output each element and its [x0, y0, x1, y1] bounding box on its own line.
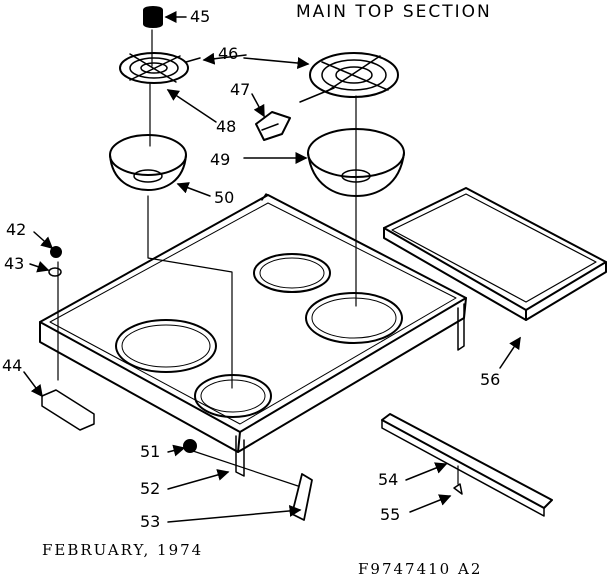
footer-date: FEBRUARY, 1974: [42, 541, 204, 559]
callout-54: 54: [378, 470, 399, 489]
drip-bowl-small: [109, 134, 187, 191]
callout-43: 43: [4, 254, 25, 273]
diagram-title: MAIN TOP SECTION: [296, 2, 492, 22]
callout-45: 45: [190, 7, 211, 26]
callout-48: 48: [216, 117, 237, 136]
surface-unit-large: [309, 52, 399, 98]
terminal-block: [255, 87, 335, 141]
surface-unit-small: [119, 52, 201, 84]
footer-drawing-code: F9747410 A2: [358, 560, 483, 578]
callout-46: 46: [218, 44, 239, 63]
knob-cap: [143, 6, 163, 28]
callout-52: 52: [140, 479, 161, 498]
callout-51: 51: [140, 442, 161, 461]
callout-42: 42: [6, 220, 27, 239]
callout-47: 47: [230, 80, 251, 99]
rear-trim-cover: [383, 187, 607, 321]
callout-56: 56: [480, 370, 501, 389]
trim-strip: [381, 413, 553, 517]
cooktop-panel: [39, 193, 467, 477]
callout-53: 53: [140, 512, 161, 531]
alignment-lines: [57, 29, 459, 487]
leader-arrows: [23, 11, 521, 523]
callout-49: 49: [210, 150, 231, 169]
callout-55: 55: [380, 505, 401, 524]
callout-50: 50: [214, 188, 235, 207]
callout-44: 44: [2, 356, 23, 375]
